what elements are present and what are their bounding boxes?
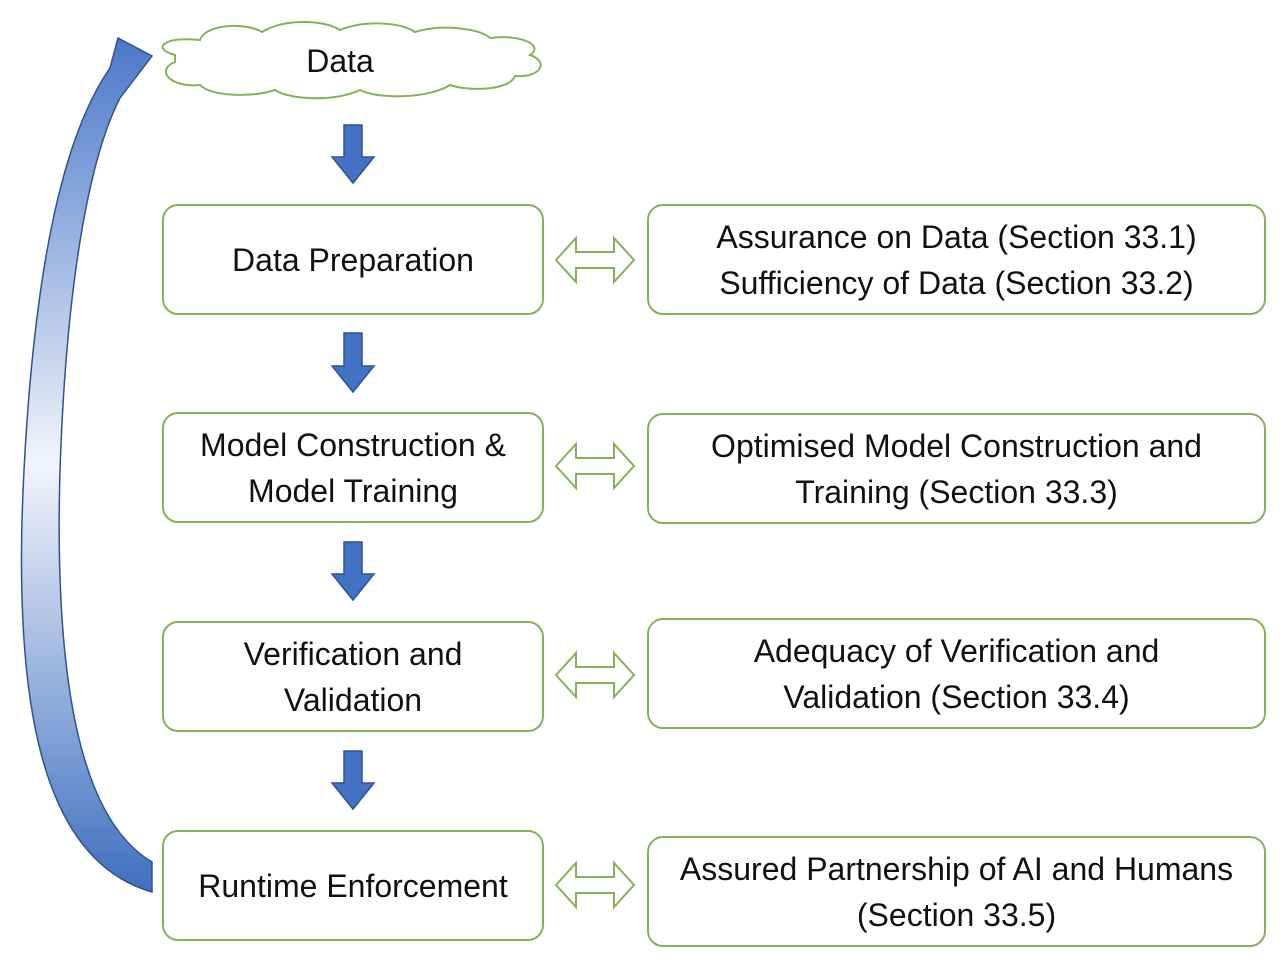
double-arrow-3 bbox=[554, 650, 636, 700]
flow-arrow-3 bbox=[330, 541, 376, 602]
data-cloud-shape bbox=[161, 21, 542, 100]
double-arrow-2 bbox=[554, 441, 636, 491]
assurance-label-line: Assurance on Data (Section 33.1) bbox=[716, 218, 1197, 255]
stage-label-line: Verification and bbox=[243, 635, 463, 672]
flow-arrows bbox=[330, 124, 376, 811]
feedback-arrow bbox=[20, 36, 154, 893]
assurance-label-line: Sufficiency of Data (Section 33.2) bbox=[719, 264, 1194, 301]
stage-runtime: Runtime Enforcement bbox=[162, 830, 544, 941]
double-arrow-4 bbox=[554, 860, 636, 910]
assurance-model: Optimised Model Construction and Trainin… bbox=[647, 413, 1266, 524]
stage-model-construction: Model Construction & Model Training bbox=[162, 412, 544, 523]
assurance-data: Assurance on Data (Section 33.1) Suffici… bbox=[647, 204, 1266, 315]
double-arrows bbox=[554, 235, 636, 910]
stage-verification: Verification and Validation bbox=[162, 621, 544, 732]
stage-data-preparation: Data Preparation bbox=[162, 204, 544, 315]
flow-arrow-2 bbox=[330, 332, 376, 394]
assurance-label-line: Optimised Model Construction and bbox=[711, 427, 1202, 464]
stage-label-line: Validation bbox=[283, 681, 423, 718]
assurance-verification: Adequacy of Verification and Validation … bbox=[647, 618, 1266, 729]
assurance-runtime: Assured Partnership of AI and Humans (Se… bbox=[647, 836, 1266, 947]
assurance-label-line: (Section 33.5) bbox=[856, 896, 1057, 933]
assurance-label-line: Validation (Section 33.4) bbox=[783, 678, 1130, 715]
assurance-label-line: Training (Section 33.3) bbox=[795, 473, 1118, 510]
data-source-label: Data bbox=[306, 43, 374, 79]
flow-arrow-1 bbox=[330, 124, 376, 185]
stage-label-line: Model Construction & bbox=[200, 426, 506, 463]
stage-label-line: Data Preparation bbox=[232, 241, 474, 278]
assurance-label-line: Adequacy of Verification and bbox=[753, 632, 1160, 669]
stage-label-line: Model Training bbox=[248, 472, 458, 509]
stage-label-line: Runtime Enforcement bbox=[198, 867, 508, 904]
assurance-label-line: Assured Partnership of AI and Humans bbox=[679, 850, 1234, 887]
flow-arrow-4 bbox=[330, 750, 376, 811]
double-arrow-1 bbox=[554, 235, 636, 285]
